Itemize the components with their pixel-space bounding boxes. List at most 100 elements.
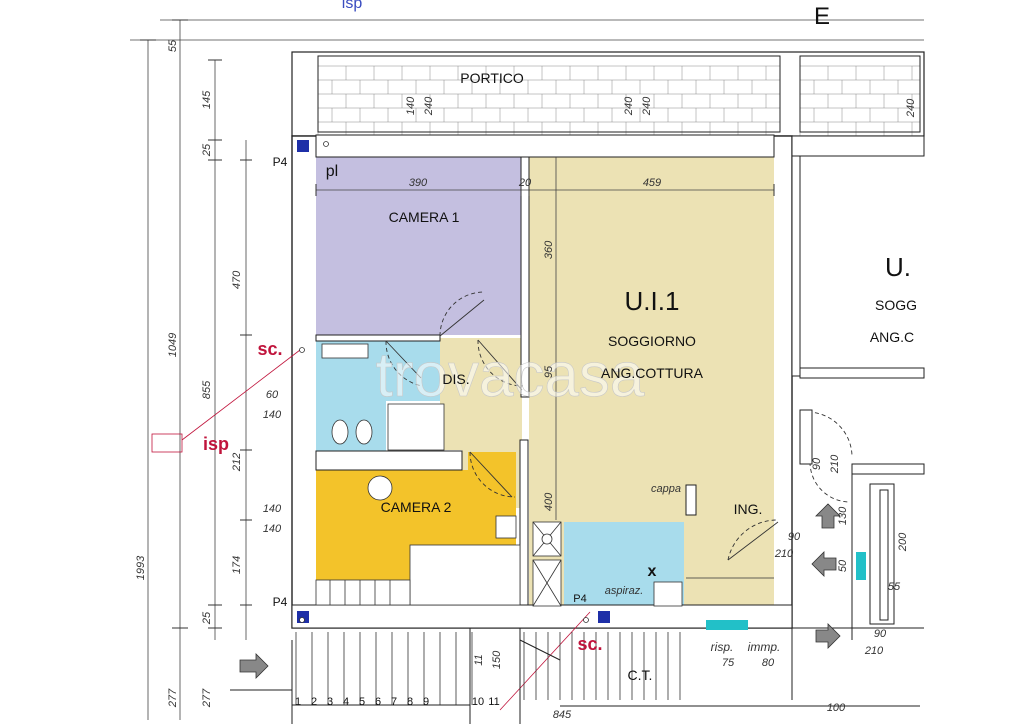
vdim-240-top-2: 240: [623, 96, 635, 116]
vdim-240-top-1: 240: [423, 96, 435, 116]
step-number: 10: [472, 696, 484, 708]
arrow-up-icon: [815, 503, 841, 529]
dim-210-a: 210: [774, 548, 794, 560]
label-p4-top: P4: [273, 155, 288, 169]
dim-140-a: 140: [263, 503, 282, 515]
isp-callout: [151, 349, 591, 711]
arrow-right-icon: [815, 623, 841, 649]
vdim-212: 212: [231, 453, 243, 472]
label-aspiraz: aspiraz.: [605, 585, 644, 597]
camera2-wardrobe: [315, 475, 521, 606]
label-isp: isp: [203, 434, 229, 454]
label-p4-bottom-right: P4: [573, 593, 586, 605]
arrow-right-icon: [239, 653, 269, 679]
vdim-150: 150: [491, 650, 503, 669]
vdim-240-top-3: 240: [641, 96, 653, 116]
portico-area: [291, 51, 925, 137]
step-number: 11: [488, 696, 499, 708]
vdim-55: 55: [167, 39, 179, 52]
label-cappa: cappa: [651, 483, 681, 495]
room-camera1: [316, 157, 521, 335]
label-ang-cottura: ANG.COTTURA: [601, 365, 704, 381]
vdim-360: 360: [543, 240, 555, 259]
label-ct: C.T.: [628, 667, 653, 683]
label-neighbor-ui: U.: [885, 252, 911, 282]
neighbor-unit: [791, 135, 925, 640]
dim-90-a: 90: [788, 531, 801, 543]
vdim-200: 200: [897, 532, 909, 552]
label-camera1: CAMERA 1: [389, 209, 460, 225]
vdim-277-a: 277: [167, 688, 179, 708]
step-number: 2: [311, 696, 317, 708]
room-bath: [316, 341, 386, 451]
stair-treads: [295, 632, 681, 705]
dim-210-c: 210: [864, 645, 884, 657]
doors: [385, 291, 853, 561]
vdim-25-b: 25: [201, 611, 213, 625]
vdim-210-b: 210: [829, 454, 841, 474]
step-number: 3: [327, 696, 333, 708]
dim-60: 60: [266, 389, 279, 401]
room-camera2: [316, 452, 516, 605]
vdim-277-b: 277: [201, 688, 213, 708]
step-number: 9: [423, 696, 429, 708]
step-number: 7: [391, 696, 397, 708]
label-e: E: [814, 3, 830, 30]
step-number: 4: [343, 696, 349, 708]
vdim-470: 470: [231, 270, 243, 289]
dim-90-c: 90: [874, 628, 887, 640]
dim-100: 100: [827, 702, 846, 714]
vdim-50: 50: [837, 559, 849, 572]
label-ing: ING.: [734, 501, 763, 517]
vdim-140-top: 140: [405, 96, 417, 115]
label-ui1: U.I.1: [625, 286, 680, 316]
vdim-1049: 1049: [167, 333, 179, 357]
lower-walls: [230, 628, 920, 724]
dim-390: 390: [409, 177, 428, 189]
label-dis: DIS.: [442, 371, 469, 387]
label-x: x: [648, 563, 657, 580]
vdim-95: 95: [543, 365, 555, 378]
vdim-240-top-4: 240: [905, 98, 917, 118]
dim-459: 459: [643, 177, 661, 189]
vdim-174: 174: [231, 556, 243, 574]
label-sc-left: sc.: [257, 339, 282, 359]
dim-80: 80: [762, 657, 775, 669]
vdim-855: 855: [201, 380, 213, 399]
dim-140-c: 140: [263, 409, 282, 421]
vdim-90-b: 90: [811, 457, 823, 470]
label-neighbor-ang: ANG.C: [870, 329, 914, 345]
dimension-ticks: [140, 19, 775, 629]
label-soggiorno: SOGGIORNO: [608, 333, 696, 349]
label-camera2: CAMERA 2: [381, 499, 452, 515]
step-number: 8: [407, 696, 413, 708]
outlet-symbols: [299, 141, 589, 623]
dim-20: 20: [518, 177, 532, 189]
watermark: trovacasa: [376, 341, 645, 410]
pillar-markers: [297, 140, 866, 630]
vdim-400: 400: [543, 492, 555, 511]
label-portico: PORTICO: [460, 70, 524, 86]
label-risp: risp.: [711, 640, 734, 654]
bath-fixtures: [321, 343, 445, 451]
arrow-left-icon: [811, 551, 837, 577]
vdim-1993: 1993: [135, 555, 147, 580]
step-number: 5: [359, 696, 365, 708]
kitchen-fixtures: [532, 521, 774, 607]
interior-walls: [291, 134, 793, 629]
dim-55: 55: [888, 581, 901, 593]
label-p4-bottom-left: P4: [273, 595, 288, 609]
vdim-145: 145: [201, 90, 213, 109]
dim-140-b: 140: [263, 523, 282, 535]
label-neighbor-soggiorno: SOGG: [875, 297, 917, 313]
vdim-130: 130: [837, 506, 849, 525]
arrow-markers: [239, 503, 841, 679]
step-number: 6: [375, 696, 381, 708]
vdim-25-a: 25: [201, 143, 213, 157]
label-isp-top: isp: [342, 0, 363, 12]
label-pl: pl: [326, 163, 338, 180]
dimension-lines: [130, 19, 924, 720]
vdim-11: 11: [473, 654, 485, 665]
label-immp: immp.: [748, 640, 781, 654]
